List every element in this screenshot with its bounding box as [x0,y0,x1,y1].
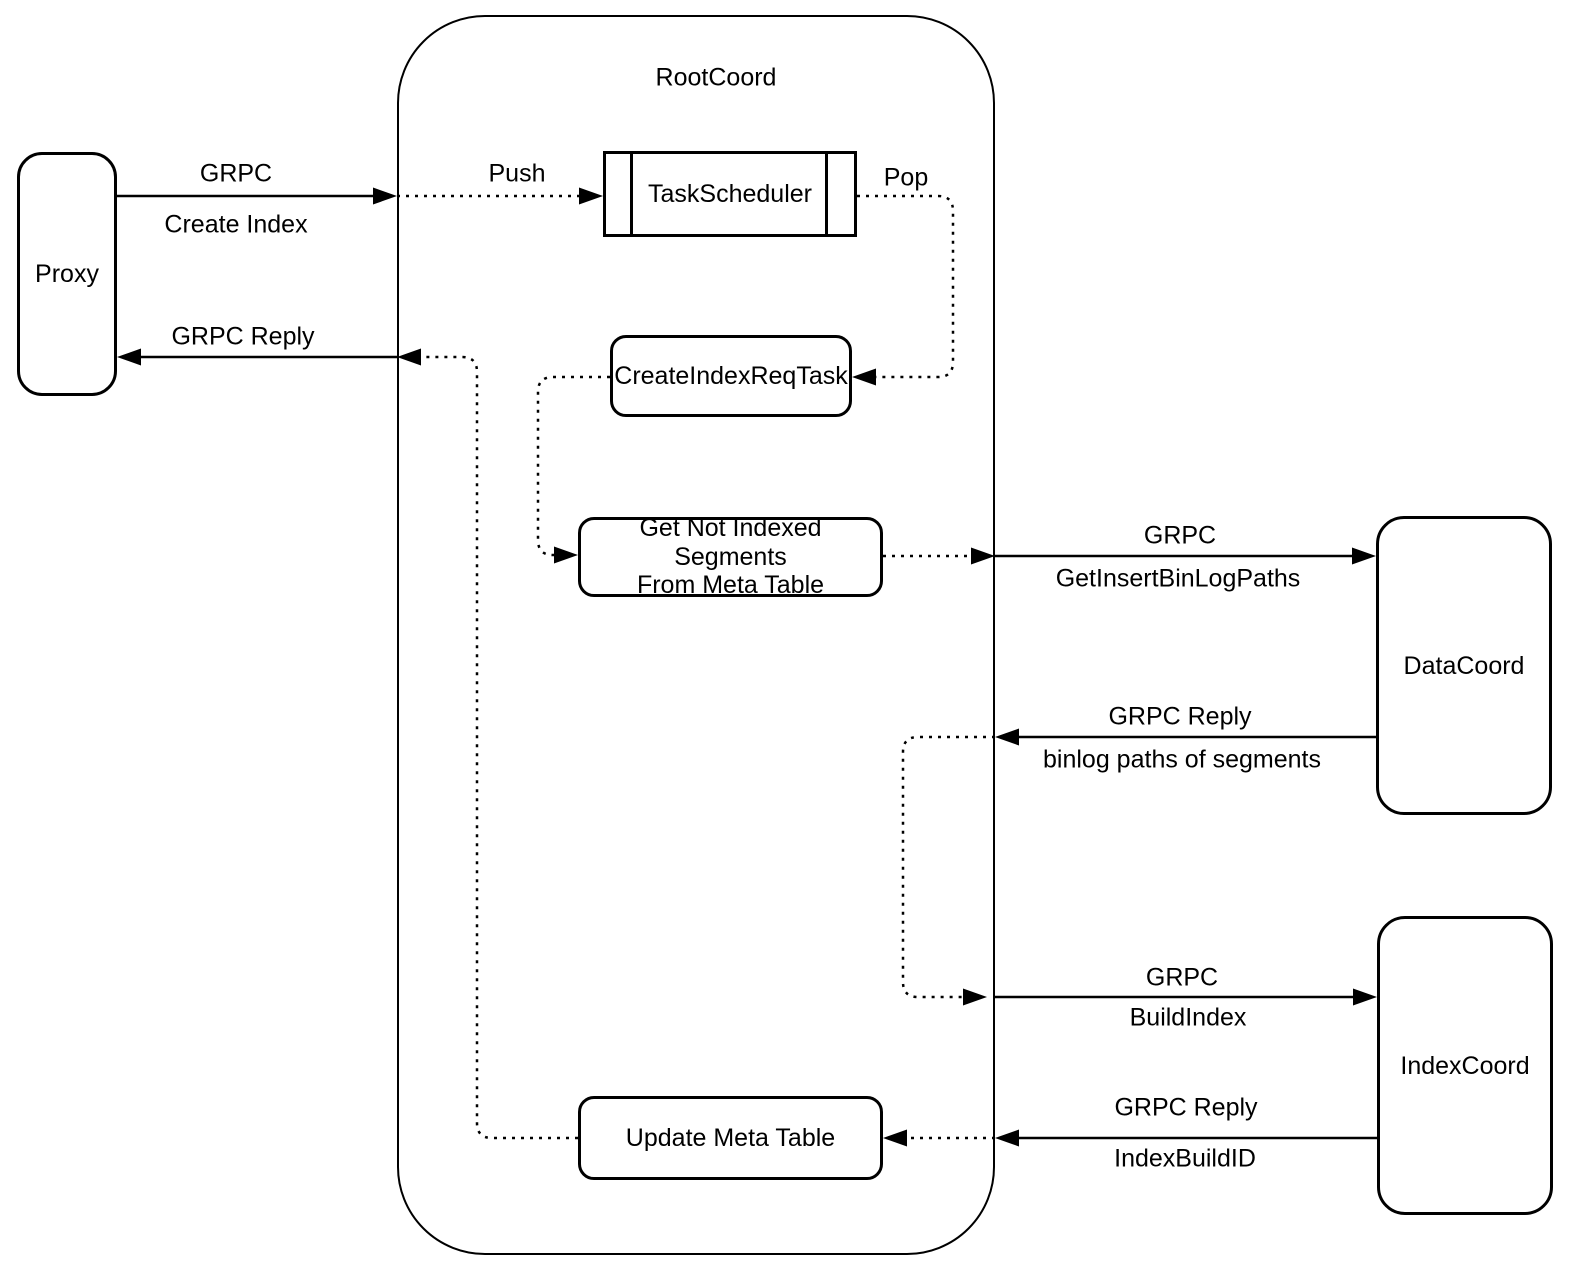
proxy-node: Proxy [17,152,117,396]
arrowhead [373,187,397,205]
edge-index-build-reply [995,1129,1377,1147]
get-not-indexed-segments-node: Get Not Indexed Segments From Meta Table [578,513,883,600]
edge-label-binlog-paths: binlog paths of segments [1043,745,1321,774]
edge-label-grpc-reply-proxy: GRPC Reply [171,322,315,351]
edge-label-create-index: Create Index [164,210,308,239]
datacoord-label: DataCoord [1403,651,1525,680]
edge-internal-hook [901,735,995,1006]
arrowhead [397,348,421,366]
edge-build-index [995,988,1377,1006]
indexcoord-label: IndexCoord [1400,1051,1530,1080]
edge-update-meta-to-boundary [397,348,578,1140]
arrowhead [995,728,1019,746]
edge-to-update-meta [883,1129,995,1147]
edge-label-grpc: GRPC [199,159,273,188]
task-scheduler-right-bar [825,154,828,234]
arrowhead [883,1129,907,1147]
datacoord-node: DataCoord [1376,516,1552,815]
proxy-label: Proxy [35,260,99,288]
edge-segments-to-boundary [883,547,995,565]
task-scheduler-node: TaskScheduler [603,151,857,237]
task-scheduler-label: TaskScheduler [648,180,812,208]
create-index-req-task-label: CreateIndexReqTask [614,362,848,390]
create-index-req-task-node: CreateIndexReqTask [610,335,852,417]
arrowhead [852,368,876,386]
arrowhead [117,348,141,366]
rootcoord-container [397,15,995,1255]
task-scheduler-left-bar [630,154,633,234]
edge-push [397,187,603,205]
arrowhead [1353,988,1377,1006]
edge-binlog-reply [995,728,1376,746]
edge-label-buildindex: BuildIndex [1129,1003,1247,1032]
get-not-indexed-segments-line2: From Meta Table [636,571,825,600]
edge-label-indexbuildid: IndexBuildID [1114,1144,1256,1173]
edge-label-push: Push [488,159,546,188]
edge-label-grpc-getinsert: GRPC [1143,521,1217,550]
indexcoord-node: IndexCoord [1377,916,1553,1215]
edge-label-pop: Pop [883,163,929,192]
edge-label-getinsertbinlogpaths: GetInsertBinLogPaths [1055,564,1301,593]
arrowhead [579,187,603,205]
edge-grpc-reply-proxy [117,348,397,366]
arrowhead [963,988,987,1006]
arrowhead [995,1129,1019,1147]
arrowhead [971,547,995,565]
arrowhead [1352,547,1376,565]
edge-label-grpc-reply-binlog: GRPC Reply [1108,702,1252,731]
edge-get-insert-binlog-paths [995,547,1376,565]
edge-label-grpc-reply-indexbuild: GRPC Reply [1114,1093,1258,1122]
edge-to-get-not-indexed [536,375,610,564]
arrowhead [554,546,578,564]
edge-grpc-create-index [117,187,397,205]
edge-label-grpc-buildindex: GRPC [1145,963,1219,992]
get-not-indexed-segments-line1: Get Not Indexed Segments [639,513,822,571]
update-meta-table-node: Update Meta Table [578,1096,883,1180]
update-meta-table-label: Update Meta Table [625,1124,836,1152]
edge-pop [852,194,955,386]
rootcoord-title: RootCoord [655,63,777,92]
